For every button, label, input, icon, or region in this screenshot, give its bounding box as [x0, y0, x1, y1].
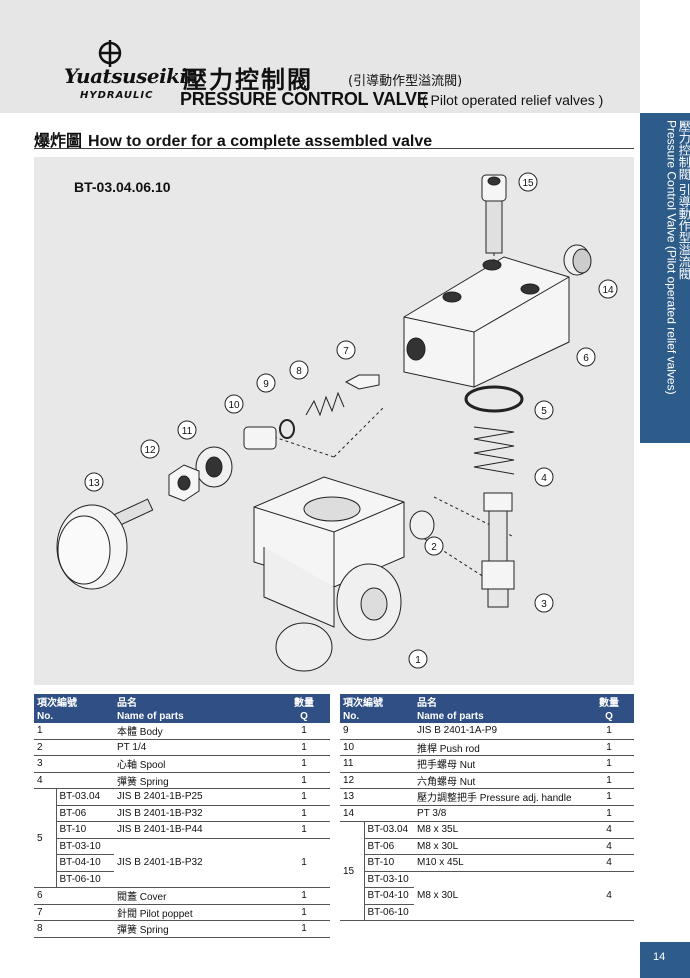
- callout-2: 2: [431, 542, 437, 553]
- callout-5: 5: [541, 406, 547, 417]
- callout-10: 10: [228, 400, 240, 411]
- col-name-zh: 品名: [414, 694, 584, 709]
- title-en-sub: ( Pilot operated relief valves ): [422, 92, 604, 108]
- callout-7: 7: [343, 346, 349, 357]
- header-band: [0, 0, 640, 113]
- callout-11: 11: [182, 426, 193, 437]
- exploded-view-drawing: 1 2 3 4 5 6 7 8 9 10 11 12 13 14 15: [56, 172, 618, 672]
- side-tab: [640, 113, 690, 443]
- col-q-en: Q: [584, 709, 634, 723]
- page-number-text: 14: [653, 951, 666, 963]
- col-no-en: No.: [34, 709, 114, 723]
- brand-logo: Yuatsuseiki HYDRAULIC: [64, 40, 187, 106]
- brand-name: Yuatsuseiki: [64, 64, 187, 88]
- callout-13: 13: [88, 478, 100, 489]
- section-heading: 爆炸圖 How to order for a complete assembled…: [34, 127, 432, 151]
- side-tab-text: 壓力控制閥 引導動作型溢流閥 Pressure Control Valve (P…: [665, 120, 690, 395]
- callout-15: 15: [522, 178, 534, 189]
- col-no-zh: 項次編號: [340, 694, 414, 709]
- side-tab-en: Pressure Control Valve (Pilot operated r…: [664, 120, 679, 395]
- section-divider: [34, 148, 634, 149]
- col-name-en: Name of parts: [414, 709, 584, 723]
- page-number: 14: [640, 942, 690, 978]
- exploded-diagram: 1 2 3 4 5 6 7 8 9 10 11 12 13 14 15: [34, 157, 634, 685]
- brand-sub: HYDRAULIC: [80, 90, 154, 101]
- title-en: PRESSURE CONTROL VALVE: [180, 89, 429, 109]
- callout-9: 9: [263, 379, 269, 390]
- col-no-zh: 項次編號: [34, 694, 114, 709]
- title-zh: 壓力控制閥: [183, 66, 313, 94]
- callout-6: 6: [583, 353, 589, 364]
- col-name-en: Name of parts: [114, 709, 278, 723]
- col-q-zh: 數量: [278, 694, 330, 709]
- table-row: BT-06-10: [340, 904, 634, 921]
- callout-1: 1: [415, 655, 421, 666]
- section-heading-en: How to order for a complete assembled va…: [88, 133, 433, 150]
- col-q-zh: 數量: [584, 694, 634, 709]
- col-no-en: No.: [340, 709, 414, 723]
- callout-14: 14: [602, 285, 614, 296]
- model-label: BT-03.04.06.10: [74, 179, 171, 195]
- col-q-en: Q: [278, 709, 330, 723]
- callout-4: 4: [541, 473, 547, 484]
- col-name-zh: 品名: [114, 694, 278, 709]
- section-heading-zh: 爆炸圖: [34, 131, 83, 150]
- side-tab-zh: 壓力控制閥 引導動作型溢流閥: [677, 120, 690, 280]
- table-row: BT-04-10: [34, 854, 330, 872]
- title-zh-sub: (引導動作型溢流閥): [348, 74, 463, 89]
- table-row: BT-04-10: [340, 887, 634, 905]
- callout-3: 3: [541, 599, 547, 610]
- callout-12: 12: [144, 445, 156, 456]
- logo-symbol-icon: [98, 40, 122, 67]
- callout-8: 8: [296, 366, 302, 377]
- table-row: BT-06-10: [34, 871, 330, 888]
